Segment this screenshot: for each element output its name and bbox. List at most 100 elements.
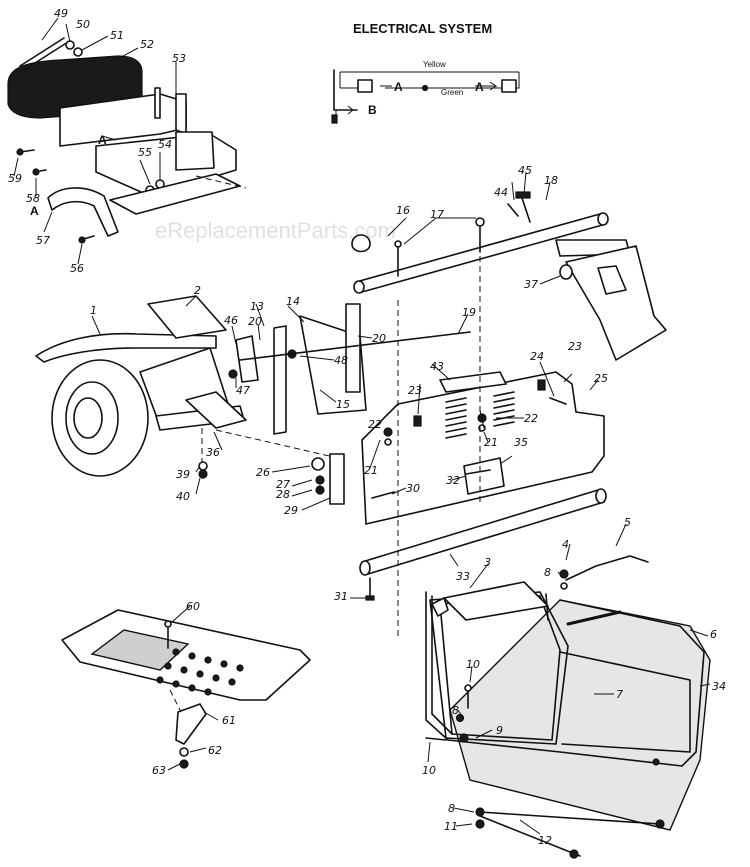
connector-right: [501, 79, 517, 93]
brace-12: [479, 811, 661, 825]
callout-49: 49: [54, 7, 68, 20]
bolt-56: [78, 236, 86, 244]
frame-brace-34: [559, 651, 691, 753]
bag-frame-6: [425, 591, 705, 767]
callout-17: 17: [430, 208, 444, 221]
callout-15: 15: [336, 398, 350, 411]
callout-8c: 8: [448, 802, 455, 815]
bag-zipper: [566, 610, 622, 626]
grass-bag-frame: [425, 555, 711, 859]
callout-39: 39: [176, 468, 190, 481]
bolt-59: [16, 148, 24, 156]
callout-10a: 10: [466, 658, 480, 671]
callout-60: 60: [186, 600, 200, 613]
callout-44: 44: [494, 186, 508, 199]
callout-22b: 22: [524, 412, 538, 425]
callout-61: 61: [222, 714, 236, 727]
mount-label-a2: A: [30, 204, 39, 218]
knob-26: [311, 457, 325, 471]
bolt-49: [19, 37, 69, 71]
screw-24: [549, 397, 567, 405]
callout-numbers: 49 50 51 52 53 55 54 59 58 57 56 16 17 4…: [8, 7, 726, 847]
callout-32: 32: [446, 474, 460, 487]
tractor-body: [35, 295, 471, 479]
leader-lines: [13, 17, 711, 835]
callout-4: 4: [562, 538, 569, 551]
clip-23b: [537, 379, 546, 391]
screw-30: [371, 491, 395, 499]
rod-19: [239, 331, 471, 361]
connector-label-a2: A: [475, 80, 484, 94]
callout-56: 56: [70, 262, 84, 275]
bolt-58: [32, 168, 40, 176]
callout-48: 48: [334, 354, 348, 367]
handle-5: [565, 555, 649, 581]
callout-59: 59: [8, 172, 22, 185]
vent-louvers-left: [445, 397, 467, 439]
frame-3: [443, 581, 549, 621]
bolt-47: [228, 369, 238, 379]
washer-50: [65, 40, 75, 50]
callout-55: 55: [138, 146, 152, 159]
foot-plate-assembly: [61, 609, 311, 769]
wire-green: [385, 72, 520, 89]
nut-40: [198, 469, 208, 479]
callout-7: 7: [616, 688, 623, 701]
bracket-55: [175, 131, 215, 171]
callout-18: 18: [544, 174, 558, 187]
seat-assembly: A A: [7, 37, 247, 244]
chute-assembly: [555, 239, 667, 361]
foot-plate-holes: [156, 648, 244, 696]
callout-22a: 22: [368, 418, 382, 431]
washer-27: [315, 475, 325, 485]
callout-5: 5: [624, 516, 631, 529]
connector-left: [357, 79, 373, 93]
nut-28: [315, 485, 325, 495]
washer-62: [179, 747, 189, 757]
callout-36: 36: [206, 446, 220, 459]
callout-33: 33: [456, 570, 470, 583]
callout-29: 29: [284, 504, 298, 517]
nut-22a: [383, 427, 393, 437]
callout-10b: 10: [422, 764, 436, 777]
callout-57: 57: [36, 234, 50, 247]
callout-37: 37: [524, 278, 538, 291]
washer-8c: [475, 807, 485, 817]
callout-3: 3: [484, 556, 491, 569]
spring-44: [507, 203, 519, 217]
callout-19: 19: [462, 306, 476, 319]
callout-45: 45: [518, 164, 532, 177]
screw-32: [465, 469, 491, 475]
callout-52: 52: [140, 38, 154, 51]
callout-20a: 20: [248, 315, 262, 328]
clip-23a: [413, 415, 422, 427]
nut-63: [179, 759, 189, 769]
callout-1: 1: [90, 304, 97, 317]
wire-b-lead: [333, 69, 358, 111]
bolt-45: [521, 197, 531, 223]
callout-23b: 23: [568, 340, 582, 353]
fender-1: [35, 332, 217, 363]
rods: [351, 191, 609, 640]
callout-53: 53: [172, 52, 186, 65]
label-yellow: Yellow: [423, 60, 446, 69]
callout-25: 25: [594, 372, 608, 385]
callout-8a: 8: [544, 566, 551, 579]
callout-31: 31: [334, 590, 348, 603]
callout-43: 43: [430, 360, 444, 373]
callout-2: 2: [194, 284, 201, 297]
callout-26: 26: [256, 466, 270, 479]
callout-54: 54: [158, 138, 172, 151]
callout-16: 16: [396, 204, 410, 217]
seat-spring-57: [47, 187, 119, 237]
callout-12: 12: [538, 834, 552, 847]
callout-62: 62: [208, 744, 222, 757]
bolt-10b: [425, 737, 447, 741]
vent-louvers-right: [493, 391, 515, 427]
bracket-61: [175, 703, 207, 745]
bar-13: [273, 325, 287, 435]
callout-63: 63: [152, 764, 166, 777]
washer-39: [198, 461, 208, 471]
callout-51: 51: [110, 29, 124, 42]
